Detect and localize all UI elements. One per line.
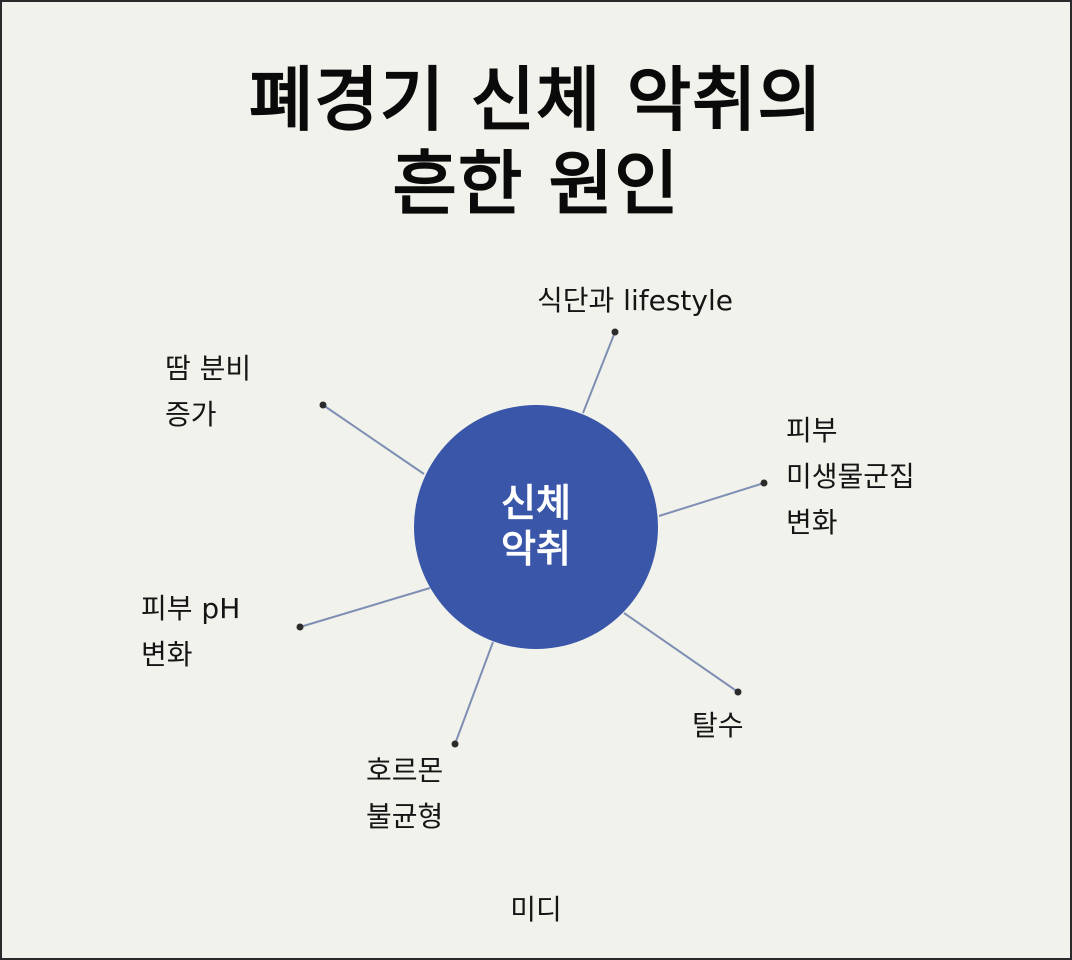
node-dehydration: 탈수	[692, 703, 744, 749]
node-microbiome-line-1: 피부	[786, 414, 838, 447]
connector-ph	[299, 587, 431, 628]
node-sweat-line-2: 증가	[165, 398, 217, 431]
node-diet-line-1: 식단과 lifestyle	[537, 284, 733, 317]
hub-line-1: 신체	[501, 481, 571, 525]
connectors	[299, 331, 765, 745]
connector-hormone	[454, 641, 494, 745]
endpoint-dots	[296, 328, 768, 748]
node-diet-lifestyle: 식단과 lifestyle	[537, 278, 733, 324]
hub-circle	[414, 405, 658, 649]
node-microbiome-line-2: 미생물군집	[786, 460, 915, 493]
dot-sweat	[319, 401, 327, 409]
node-dehydration-line-1: 탈수	[692, 709, 744, 742]
node-sweat-line-1: 땀 분비	[165, 352, 252, 385]
dot-microbiome	[760, 479, 768, 487]
node-hormone-imbalance: 호르몬 불균형	[366, 748, 443, 840]
dot-hormone	[451, 740, 459, 748]
hub-line-2: 악취	[501, 527, 571, 571]
dot-ph	[296, 623, 304, 631]
title-line-2: 흔한 원인	[392, 143, 680, 225]
node-skin-microbiome: 피부 미생물군집 변화	[786, 408, 915, 546]
node-skin-ph: 피부 pH 변화	[141, 586, 240, 678]
dot-dehydration	[734, 688, 742, 696]
node-hormone-line-1: 호르몬	[366, 754, 444, 787]
title-line-1: 폐경기 신체 악취의	[249, 59, 823, 141]
hub-label: 신체 악취	[414, 480, 658, 572]
node-ph-line-2: 변화	[141, 638, 193, 671]
node-microbiome-line-3: 변화	[786, 506, 838, 539]
footer-brand: 미디	[510, 893, 562, 926]
node-sweat-increase: 땀 분비 증가	[165, 346, 251, 438]
connector-sweat	[322, 404, 425, 475]
connector-diet	[582, 331, 616, 414]
diagram-title: 폐경기 신체 악취의 흔한 원인	[0, 58, 1072, 226]
dot-diet	[611, 328, 619, 336]
connector-microbiome	[658, 482, 765, 517]
node-ph-line-1: 피부 pH	[141, 592, 241, 625]
node-hormone-line-2: 불균형	[366, 800, 444, 833]
connector-dehydration	[623, 612, 739, 693]
